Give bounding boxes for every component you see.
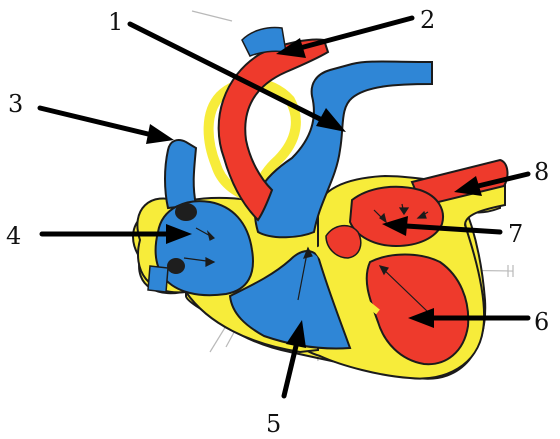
label-8: 8 — [534, 158, 549, 186]
label-5: 5 — [266, 410, 281, 438]
label-2: 2 — [420, 6, 435, 34]
superior-vena-cava-top — [242, 28, 286, 57]
pointer-2 — [300, 18, 412, 48]
pointer-3-head — [146, 124, 174, 144]
label-6: 6 — [534, 308, 549, 336]
atrioventricular-node — [167, 258, 185, 274]
label-4: 4 — [6, 222, 21, 250]
sinoatrial-node — [175, 203, 197, 221]
inferior-vena-cava — [148, 266, 168, 292]
pointer-5 — [284, 346, 296, 396]
left-atrium — [350, 187, 443, 246]
pointer-3 — [40, 108, 148, 134]
vena-cava — [165, 140, 196, 208]
label-1: 1 — [108, 8, 123, 36]
label-3: 3 — [8, 90, 23, 118]
label-7: 7 — [508, 220, 523, 248]
